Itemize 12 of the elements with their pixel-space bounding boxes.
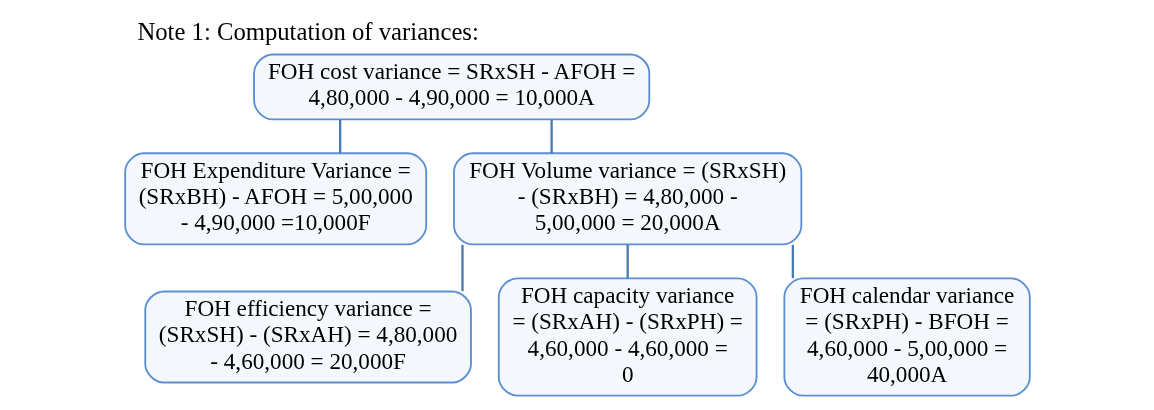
node-box: FOH Expenditure Variance = (SRxBH) - AFOH = 5,00,000 - 4,90,000 =10,000F: [123, 152, 427, 246]
connector: [460, 244, 464, 292]
node-box: FOH efficiency variance = (SRxSH) - (SRxAH) = 4,80,000 - 4,60,000 = 20,000F: [143, 290, 472, 384]
diagram-title: Note 1: Computation of variances:: [136, 18, 479, 46]
connector: [338, 119, 341, 154]
node-box: FOH calendar variance = (SRxPH) - BFOH = 4,60,000 - 5,00,000 = 40,000A: [782, 277, 1031, 397]
node-box: FOH cost variance = SRxSH - AFOH = 4,80,000 - 4,90,000 = 10,000A: [252, 53, 650, 121]
connector: [550, 119, 553, 154]
connector: [791, 244, 794, 279]
node-box: FOH capacity variance = (SRxAH) - (SRxPH) = 4,60,000 - 4,60,000 = 0: [497, 277, 757, 397]
connector: [626, 244, 629, 279]
node-box: FOH Volume variance = (SRxSH) - (SRxBH) = 4,80,000 - 5,00,000 = 20,000A: [452, 152, 802, 246]
